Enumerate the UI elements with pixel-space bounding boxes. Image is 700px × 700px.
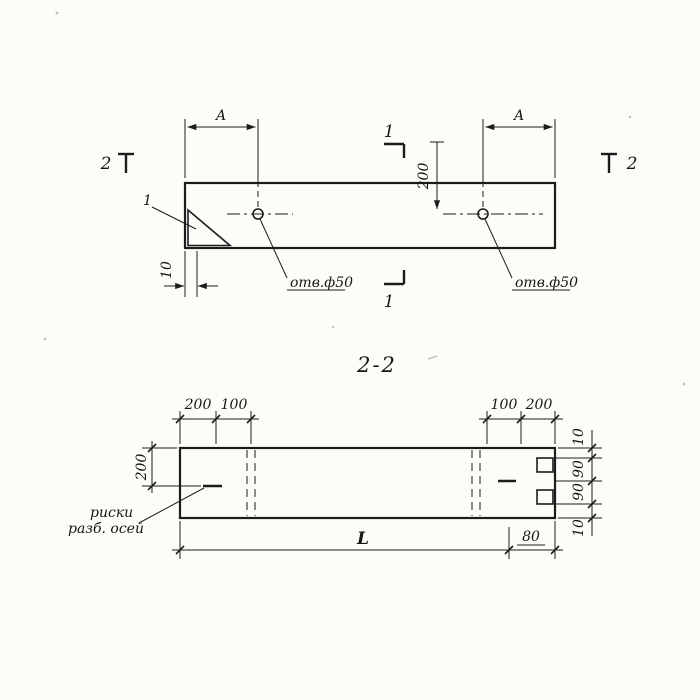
section-mark-2-right: 2 [601, 152, 638, 174]
section-title: 2-2 [356, 353, 397, 377]
section-1-bottom-label: 1 [384, 292, 395, 312]
notch-upper [536, 457, 554, 473]
hole-left-callout: отв.ф50 [259, 218, 353, 291]
hole-left-label: отв.ф50 [290, 275, 353, 291]
dim-right-90-upper-label: 90 [571, 460, 587, 478]
detail-callout-leader [151, 206, 197, 230]
dim-10-plan-label: 10 [159, 261, 175, 279]
dim-top-left-200-label: 200 [184, 397, 212, 413]
section-1-top-label: 1 [384, 122, 395, 142]
dim-10-plan: 10 [159, 251, 218, 297]
axis-marks-label-line1: риски [90, 505, 133, 521]
dim-length-label: L [356, 529, 369, 549]
dim-right-10-top-label: 10 [571, 428, 587, 446]
dim-top-left-100-label: 100 [221, 397, 248, 413]
dim-top-right-group: 100 200 [479, 397, 563, 444]
notch-lower [536, 489, 554, 505]
dim-right-stack-group: 10 90 90 10 [556, 428, 602, 537]
section-2-left-label: 2 [100, 154, 112, 174]
dim-right-90-lower-label: 90 [571, 483, 587, 501]
dim-side-200-group: 200 [134, 441, 201, 493]
dim-a-right: A [482, 108, 556, 207]
corner-detail-triangle [187, 208, 233, 247]
detail-callout-label: 1 [143, 193, 152, 209]
section-view-2-2: 200 100 100 200 200 [68, 397, 602, 559]
dim-a-right-label: A [512, 108, 524, 124]
section-mark-2-left: 2 [100, 152, 134, 174]
dim-80-label: 80 [522, 529, 540, 545]
section-2-right-label: 2 [626, 154, 638, 174]
hole-right-callout: отв.ф50 [484, 218, 578, 291]
scan-specks [43, 11, 686, 386]
dim-a-left: A [184, 108, 259, 207]
dim-a-left-label: A [214, 108, 226, 124]
plan-outline [183, 181, 557, 250]
dim-top-left-group: 200 100 [172, 397, 259, 444]
section-mark-1-bottom: 1 [384, 270, 406, 312]
dim-200-plan: 200 [416, 141, 444, 210]
axis-marks-label-line2: разб. осей [68, 521, 144, 537]
hole-right-label: отв.ф50 [515, 275, 578, 291]
section-mark-1-top: 1 [384, 122, 406, 158]
dim-right-10-bottom-label: 10 [571, 519, 587, 537]
dim-top-right-200-label: 200 [525, 397, 553, 413]
section-outline [178, 446, 557, 520]
dim-side-200-label: 200 [134, 454, 150, 482]
dim-top-right-100-label: 100 [491, 397, 518, 413]
plan-view: 1 A A 1 [100, 108, 638, 312]
dim-200-plan-label: 200 [416, 163, 432, 191]
axis-marks-callout: риски разб. осей [68, 487, 205, 537]
dim-length-group: L 80 [172, 521, 563, 559]
